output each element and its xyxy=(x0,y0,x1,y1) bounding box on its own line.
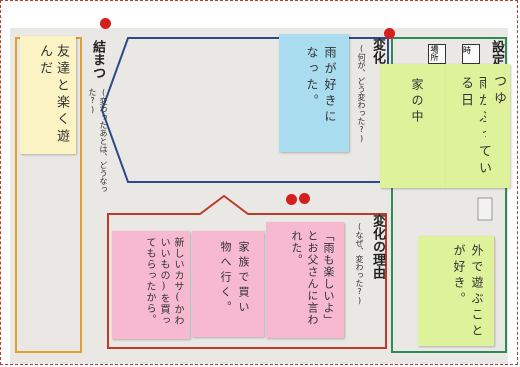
sticky-note-green: 外で遊ぶことが好き。 xyxy=(418,236,494,346)
note-text: 家族で買い物へ行く。 xyxy=(219,241,250,316)
sticky-note-yellow: 友達と楽く遊んだ xyxy=(20,36,76,154)
henka-riyuu-box xyxy=(107,194,387,349)
ketsumatsu-title: 結まつ xyxy=(90,40,105,79)
sticky-note-green: つゆ xyxy=(486,64,510,144)
note-text: つゆ xyxy=(491,74,506,108)
settei-title: 設定 xyxy=(489,40,504,66)
note-text: 新しいカサ(かわいいもの)を買ってもらったから。 xyxy=(144,237,183,326)
sticky-note-pink: 「雨も楽しいよ」とお父さんに言われた。 xyxy=(266,222,344,338)
marker-dot xyxy=(100,18,111,29)
tag-toki-text: 時 xyxy=(463,46,471,55)
tag-basho-text: 場所 xyxy=(430,45,439,61)
note-text: 「雨も楽しいよ」とお父さんに言われた。 xyxy=(290,230,335,326)
ketsumatsu-subtitle: (変わったあとは、どうなった?) xyxy=(88,88,108,193)
note-text: 雨が好きになった。 xyxy=(305,46,337,126)
note-text: 家の中 xyxy=(410,78,424,126)
note-text: 友達と楽く遊んだ xyxy=(37,44,69,146)
marker-dot xyxy=(384,28,395,39)
sticky-note-pink: 新しいカサ(かわいいもの)を買ってもらったから。 xyxy=(112,231,190,339)
henka-riyuu-title: 変化の理由 xyxy=(370,214,385,279)
sticky-note-blue: 雨が好きになった。 xyxy=(279,34,349,152)
henka-title: 変化 xyxy=(370,38,385,64)
tag-basho: 場所 xyxy=(428,44,446,64)
settei-box xyxy=(391,37,507,353)
tag-toki: 時 xyxy=(462,44,480,64)
sticky-note-pink: 家族で買い物へ行く。 xyxy=(192,231,264,337)
sticky-note-green: 家の中 xyxy=(380,64,446,188)
marker-dot xyxy=(299,193,310,204)
henka-subtitle: (何が、どう変わった?) xyxy=(357,44,366,143)
sticky-note-green: 雨がふっている日 xyxy=(446,64,510,188)
note-text: 外で遊ぶことが好き。 xyxy=(452,244,484,340)
marker-dot xyxy=(286,194,297,205)
henka-riyuu-subtitle: (なぜ、変わった?) xyxy=(355,222,364,305)
